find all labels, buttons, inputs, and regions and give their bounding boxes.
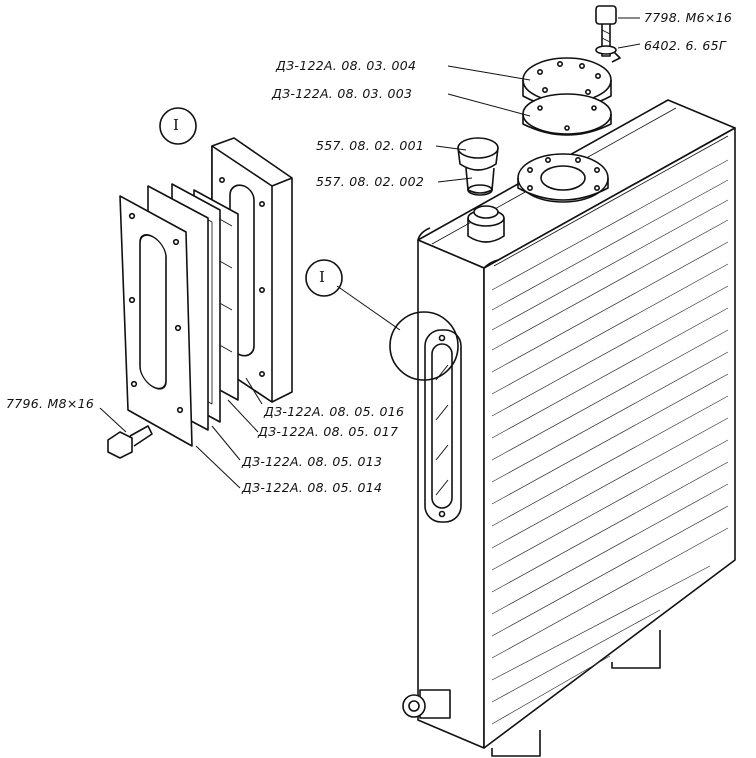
- callout-circle-gauge: [389, 311, 459, 381]
- cover-plate: [522, 57, 612, 109]
- callout-mark-tank: I: [319, 268, 325, 286]
- label-cover: ДЗ-122А. 08. 03. 004: [276, 58, 417, 73]
- label-bolt-top: 7798. M6×16: [644, 10, 733, 25]
- label-filler-cap: 557. 08. 02. 001: [316, 138, 425, 153]
- tank-filler-neck: [467, 205, 505, 243]
- label-bolt-side: 7796. M8×16: [6, 396, 95, 411]
- label-glass-017: ДЗ-122А. 08. 05. 017: [258, 424, 399, 439]
- label-gasket-cover: ДЗ-122А. 08. 03. 003: [272, 86, 413, 101]
- label-filler-neck: 557. 08. 02. 002: [316, 174, 425, 189]
- top-port-flange: [517, 153, 609, 203]
- filler-cap: [457, 137, 499, 171]
- tank-side-hatching: [491, 159, 729, 725]
- label-frame-014: ДЗ-122А. 08. 05. 014: [242, 480, 383, 495]
- tank: [402, 99, 736, 757]
- drain-plug: [402, 689, 451, 719]
- label-gasket-013: ДЗ-122А. 08. 05. 013: [242, 454, 383, 469]
- label-washer-top: 6402. 6. 65Г: [644, 38, 727, 53]
- top-washer: [595, 45, 621, 63]
- leader-lines: [99, 17, 641, 489]
- filler-neck-part: [465, 167, 495, 196]
- callout-circle-detail: [159, 107, 197, 145]
- label-glass-016: ДЗ-122А. 08. 05. 016: [264, 404, 405, 419]
- callout-mark-detail: I: [173, 116, 179, 134]
- side-bolt: [107, 425, 153, 459]
- callout-circle-tank: [305, 259, 343, 297]
- cover-gasket: [522, 93, 612, 136]
- sight-glass-frame-014: [119, 195, 193, 447]
